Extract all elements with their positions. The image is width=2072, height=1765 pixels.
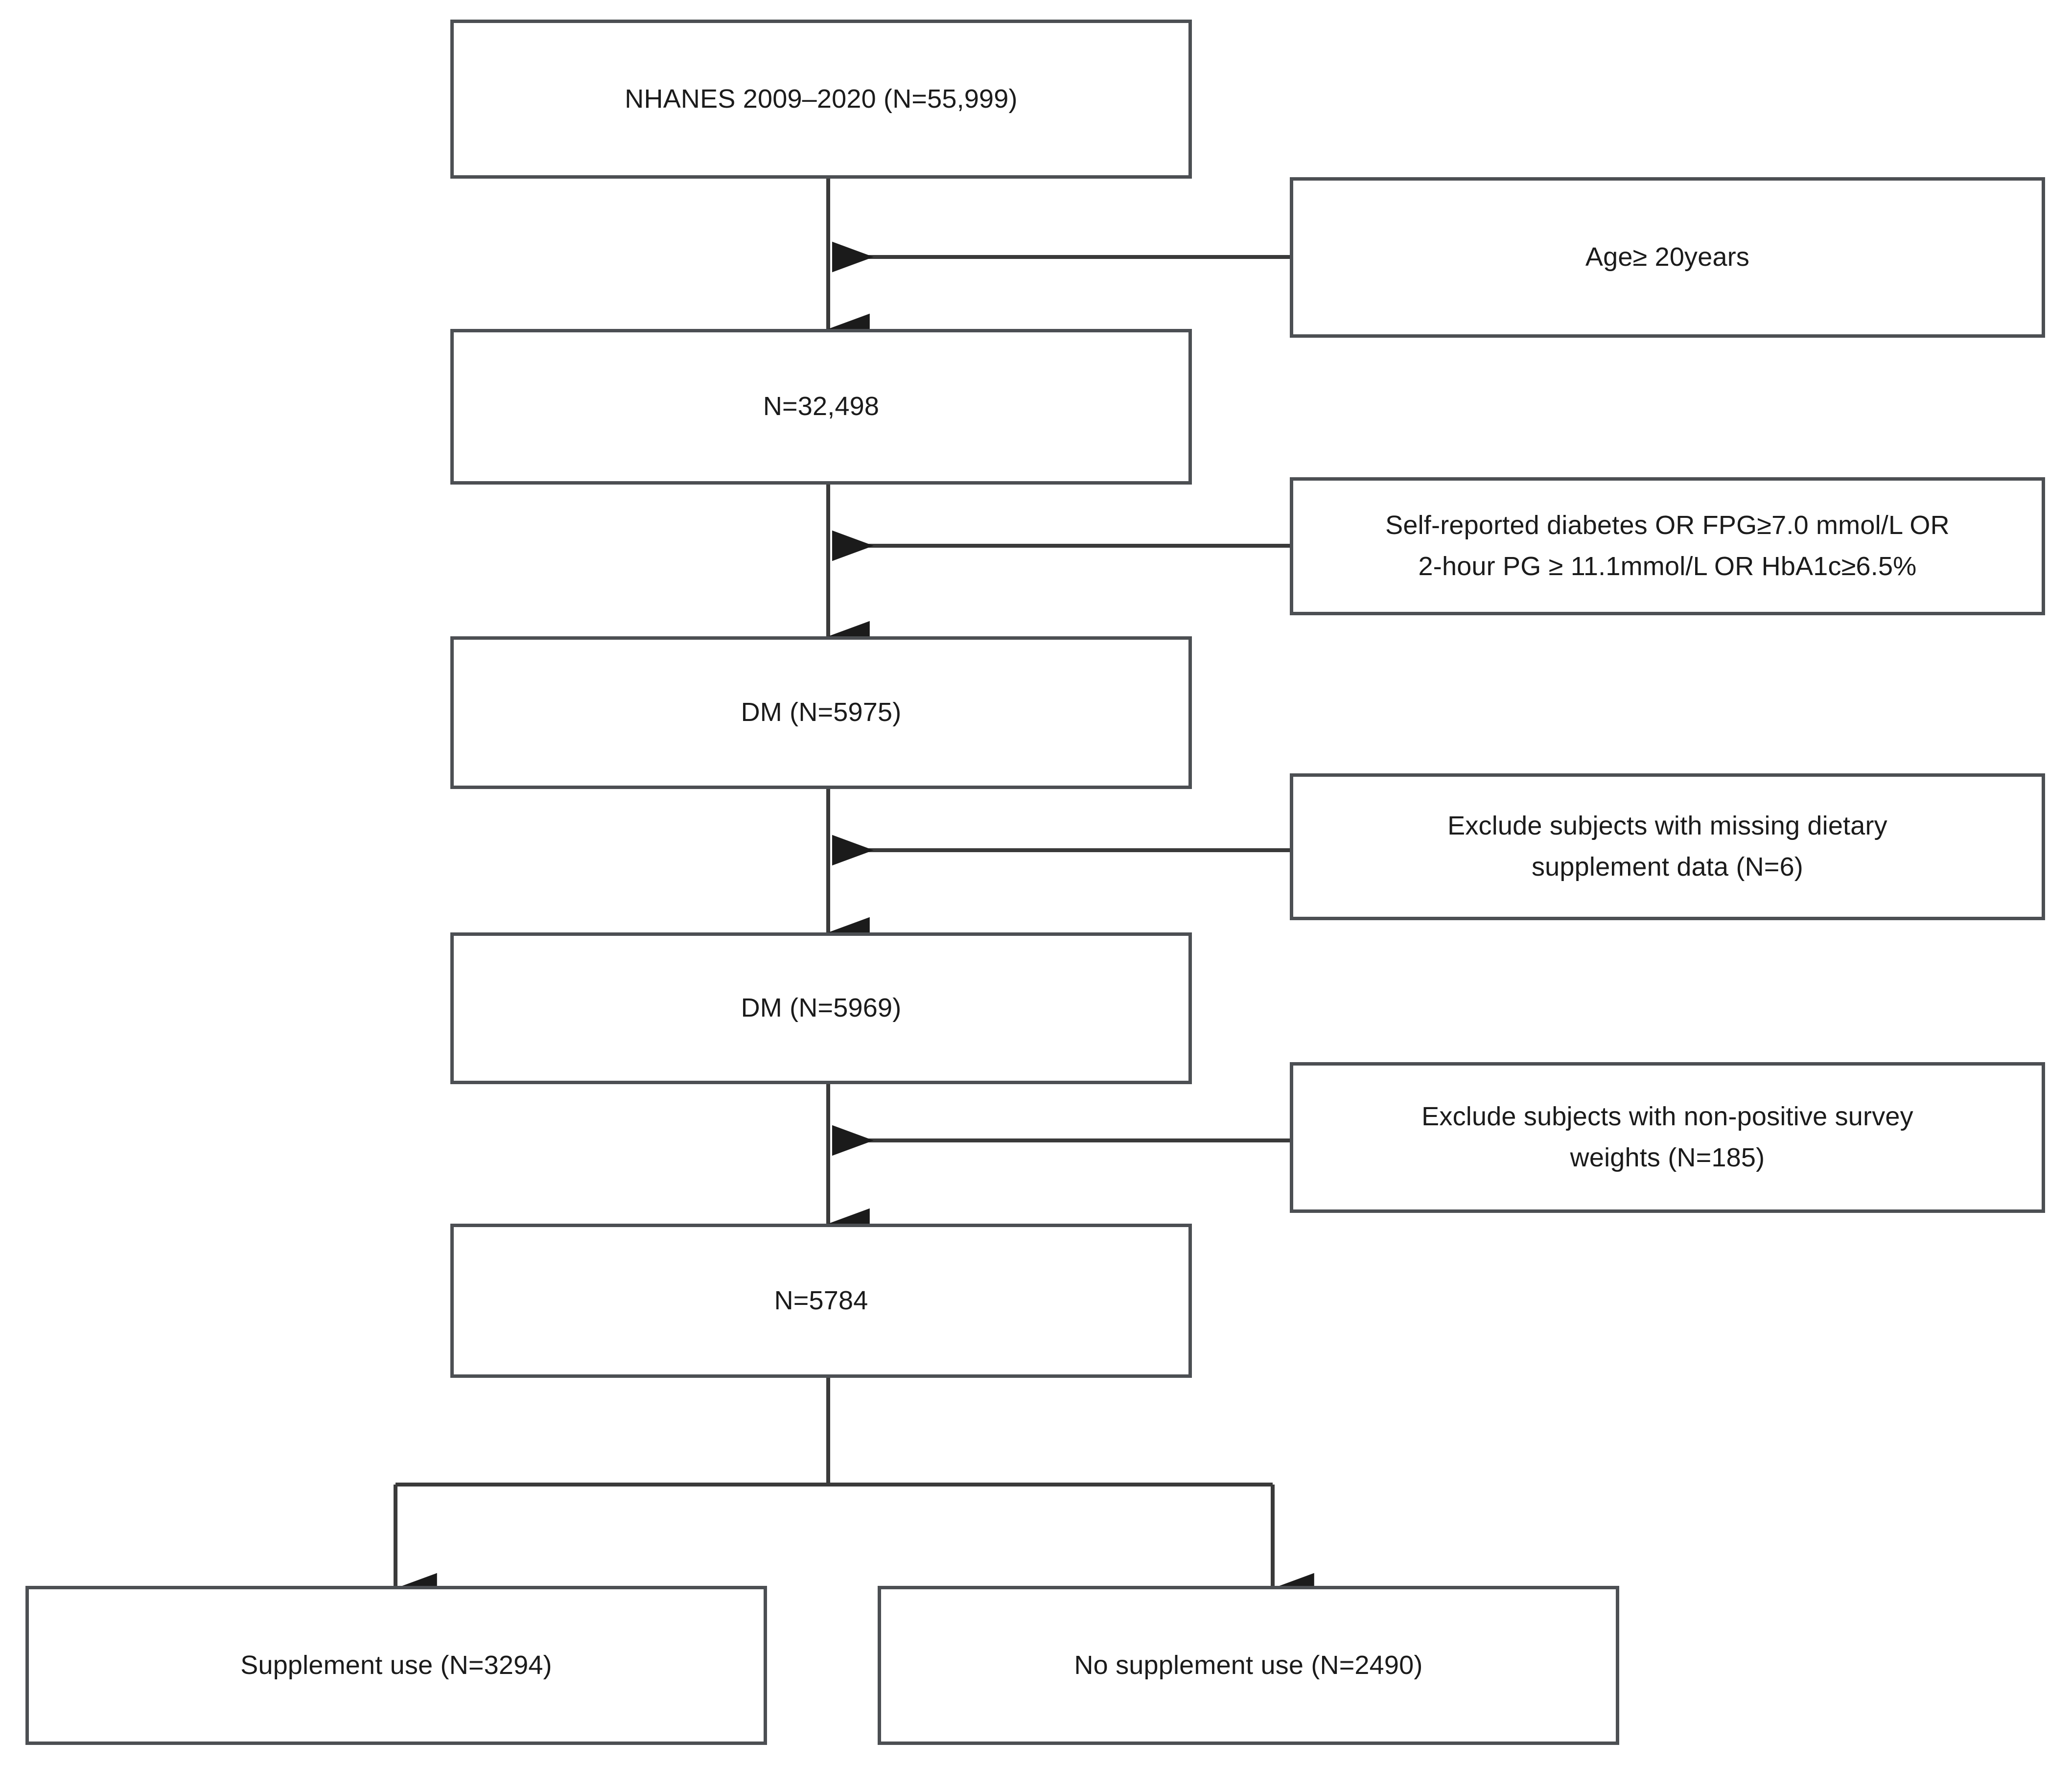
node-dm-5969[interactable]: DM (N=5969): [450, 932, 1192, 1084]
node-final-sample[interactable]: N=5784: [450, 1224, 1192, 1378]
node-label: NHANES 2009–2020 (N=55,999): [625, 84, 1018, 114]
node-criterion-nonpositive-weights[interactable]: Exclude subjects with non-positive surve…: [1290, 1062, 2045, 1213]
node-label: Exclude subjects with missing dietary su…: [1447, 811, 1887, 882]
node-outcome-supplement-use[interactable]: Supplement use (N=3294): [25, 1586, 767, 1745]
node-label: N=5784: [774, 1285, 868, 1315]
node-label: No supplement use (N=2490): [1074, 1650, 1423, 1680]
node-nhanes-cohort[interactable]: NHANES 2009–2020 (N=55,999): [450, 20, 1192, 179]
node-age-filtered[interactable]: N=32,498: [450, 329, 1192, 485]
node-label: DM (N=5975): [741, 697, 902, 727]
node-label: Exclude subjects with non-positive surve…: [1421, 1102, 1913, 1172]
node-label: Age≥ 20years: [1585, 242, 1750, 272]
node-outcome-no-supplement-use[interactable]: No supplement use (N=2490): [878, 1586, 1619, 1745]
node-label: DM (N=5969): [741, 993, 902, 1023]
node-criterion-missing-supplement-data[interactable]: Exclude subjects with missing dietary su…: [1290, 773, 2045, 920]
node-dm-5975[interactable]: DM (N=5975): [450, 636, 1192, 789]
node-label: Self-reported diabetes OR FPG≥7.0 mmol/L…: [1385, 511, 1950, 581]
node-label: Supplement use (N=3294): [240, 1650, 552, 1680]
node-criterion-diabetes-definition[interactable]: Self-reported diabetes OR FPG≥7.0 mmol/L…: [1290, 477, 2045, 615]
node-label: N=32,498: [763, 392, 880, 421]
node-criterion-age[interactable]: Age≥ 20years: [1290, 177, 2045, 338]
